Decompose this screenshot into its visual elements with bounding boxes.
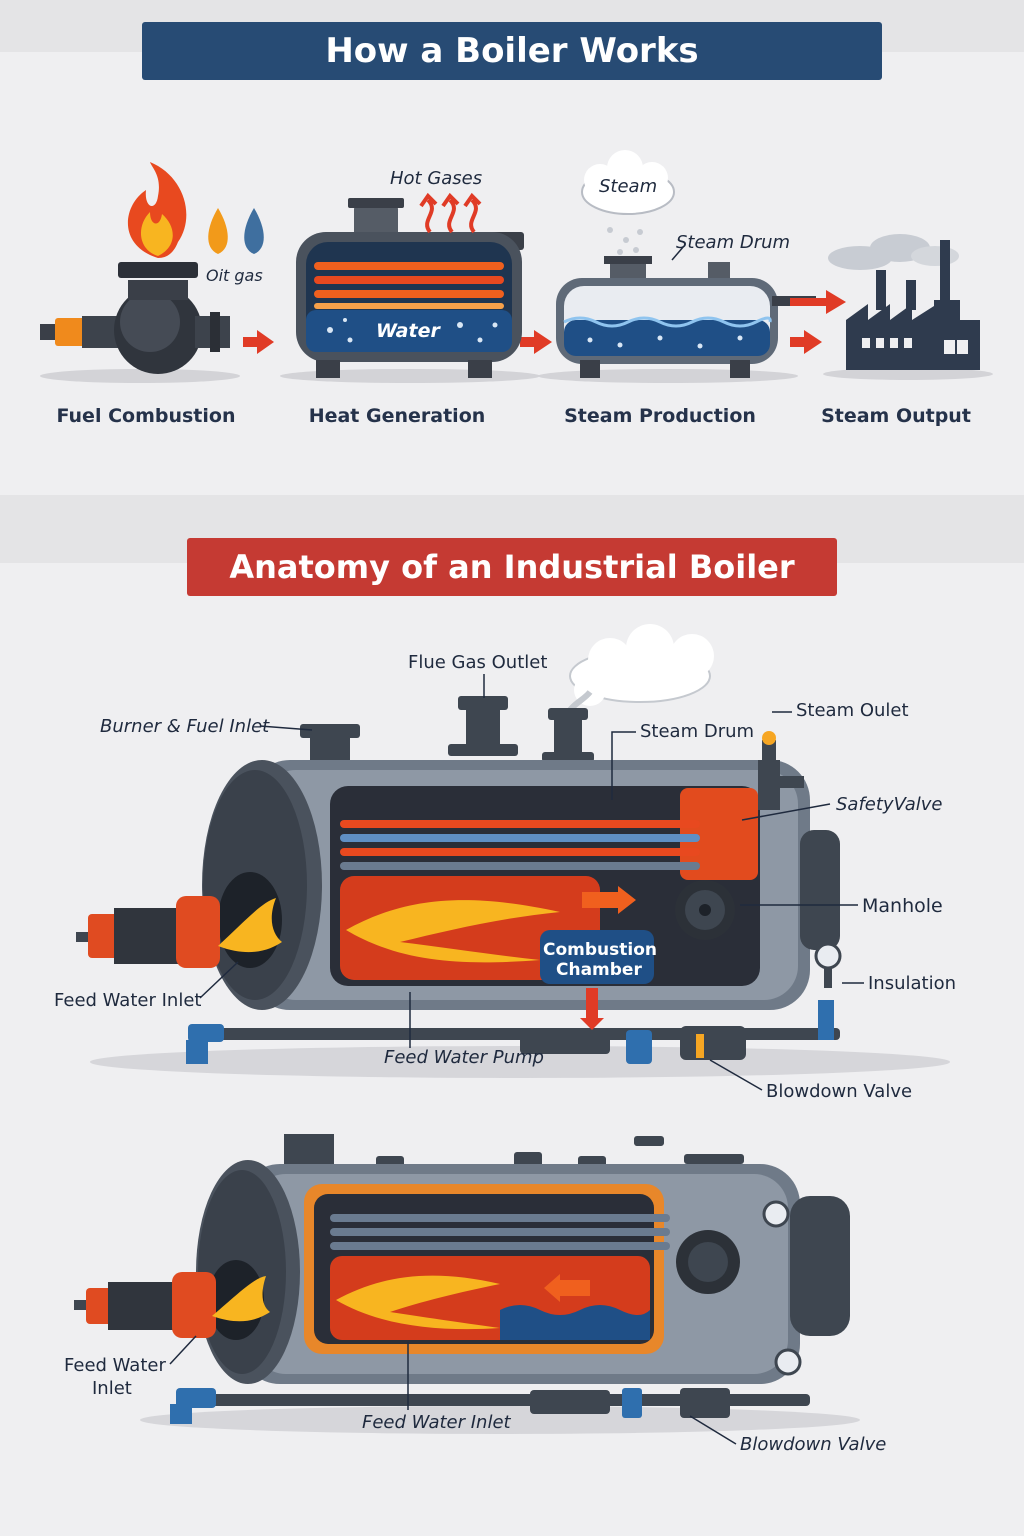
steam-outlet-valve bbox=[758, 731, 804, 810]
process-illustration bbox=[40, 150, 993, 383]
anatomy-title: Anatomy of an Industrial Boiler bbox=[187, 538, 837, 596]
burner-assembly-2 bbox=[74, 1272, 270, 1338]
boiler-shell-2 bbox=[196, 1160, 850, 1384]
burner-fuel-inlet-label: Burner & Fuel Inlet bbox=[100, 716, 270, 737]
combustion-chamber-label-line1: Combustion bbox=[543, 940, 657, 960]
burner-icon bbox=[40, 262, 230, 374]
feed-water-inlet-label: Feed Water Inlet bbox=[54, 990, 202, 1011]
process-arrow-1 bbox=[243, 330, 274, 354]
step-label-steam-production: Steam Production bbox=[564, 405, 756, 427]
process-arrow-3 bbox=[790, 330, 822, 354]
steam-drum-label: Steam Drum bbox=[676, 232, 791, 253]
heat-tank-icon bbox=[296, 198, 524, 378]
fuel-type-label: Oit gas bbox=[206, 266, 263, 285]
water-label: Water bbox=[376, 320, 440, 342]
combustion-chamber-label-line2: Chamber bbox=[556, 960, 642, 980]
steam-output-arrow bbox=[790, 290, 846, 314]
factory-icon bbox=[828, 234, 980, 370]
hot-gases-label: Hot Gases bbox=[390, 168, 483, 189]
flue-gas-outlet-label: Flue Gas Outlet bbox=[408, 652, 548, 673]
flue-smoke-icon bbox=[563, 624, 714, 718]
steam-outlet-label: Steam Oulet bbox=[796, 700, 909, 721]
manhole-label: Manhole bbox=[862, 895, 943, 917]
manhole-icon bbox=[675, 880, 735, 940]
feed-water-pump-label: Feed Water Pump bbox=[384, 1047, 544, 1068]
safety-valve-label: SafetyValve bbox=[836, 794, 943, 815]
step-label-steam-output: Steam Output bbox=[821, 405, 971, 427]
leader-lines-1 bbox=[199, 674, 864, 1091]
process-arrow-2 bbox=[520, 330, 552, 354]
feed-water-inlet-left-label-line1: Feed Water bbox=[64, 1355, 166, 1376]
blowdown-valve-label-1: Blowdown Valve bbox=[766, 1081, 913, 1102]
blowdown-valve-label-2: Blowdown Valve bbox=[740, 1434, 887, 1455]
oil-drop-icon bbox=[208, 208, 228, 254]
steam-drum-anatomy-label: Steam Drum bbox=[640, 721, 755, 742]
hot-gas-arrows-icon bbox=[419, 192, 482, 234]
pressure-gauge-icon bbox=[814, 942, 842, 988]
top-title: How a Boiler Works bbox=[142, 22, 882, 80]
steam-label: Steam bbox=[599, 176, 658, 197]
steam-drum-icon bbox=[556, 256, 816, 378]
top-nozzles bbox=[300, 696, 594, 776]
cutaway-2 bbox=[304, 1184, 670, 1354]
manhole-icon-2 bbox=[676, 1230, 740, 1294]
piping-2 bbox=[170, 1200, 810, 1424]
boiler-shell-1 bbox=[202, 760, 840, 1010]
steam-cloud-icon bbox=[581, 150, 675, 255]
step-label-heat-generation: Heat Generation bbox=[308, 405, 486, 427]
flame-icon bbox=[127, 162, 187, 258]
feed-water-inlet-left-label-line2: Inlet bbox=[92, 1378, 132, 1399]
step-label-fuel-combustion: Fuel Combustion bbox=[56, 405, 236, 427]
gas-drop-icon bbox=[244, 208, 264, 254]
steam-drum-leader bbox=[671, 245, 685, 261]
top-nozzles-2 bbox=[284, 1134, 744, 1170]
burner-assembly-1 bbox=[76, 896, 282, 968]
feed-water-inlet-bottom-label: Feed Water Inlet bbox=[362, 1412, 511, 1433]
insulation-label: Insulation bbox=[868, 973, 957, 994]
